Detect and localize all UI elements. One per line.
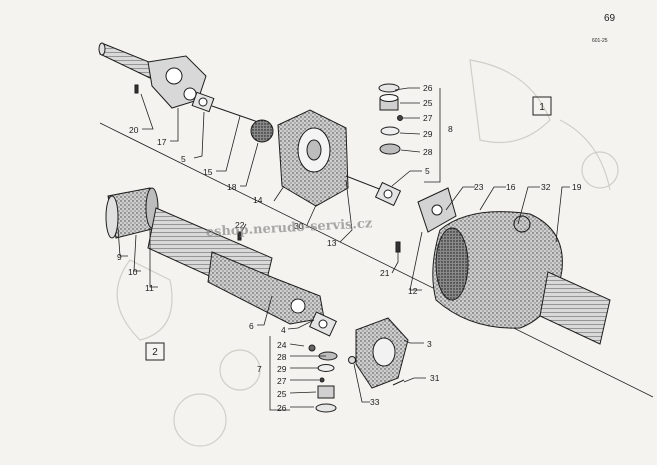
callout-7: 7: [257, 364, 262, 374]
callout-8: 8: [448, 124, 453, 134]
grease-nipple-22: [237, 231, 242, 241]
callout-numbers: 26 25 27 29 28 8 20 17 5 15 18 14 30 13 …: [117, 83, 582, 413]
callout-11: 11: [145, 283, 154, 293]
callout-29b: 29: [277, 364, 287, 374]
svg-text:2: 2: [152, 347, 158, 358]
callout-28: 28: [423, 147, 433, 157]
callout-33: 33: [370, 397, 380, 407]
callout-26: 26: [423, 83, 433, 93]
callout-28b: 28: [277, 352, 287, 362]
callout-25: 25: [423, 98, 433, 108]
housing-14: [277, 109, 349, 207]
shaft-13: [345, 175, 383, 191]
bearing-cup-stack-8: [378, 83, 403, 155]
background-ghost-shapes: [116, 59, 619, 447]
callout-27b: 27: [277, 376, 287, 386]
callout-16: 16: [506, 182, 516, 192]
callout-23: 23: [474, 182, 484, 192]
callout-14: 14: [253, 195, 263, 205]
callout-27: 27: [423, 113, 433, 123]
callout-29: 29: [423, 129, 433, 139]
callout-13: 13: [327, 238, 337, 248]
cross-spider-4: [308, 311, 338, 337]
svg-text:1: 1: [539, 102, 545, 113]
watermark-text: eshop.nerudo-servis.cz: [205, 216, 372, 240]
boot-assembly-16: [432, 211, 611, 345]
bolt-31: [392, 379, 405, 386]
callout-4: 4: [281, 325, 286, 335]
callout-19: 19: [572, 182, 582, 192]
callout-5: 5: [181, 154, 186, 164]
callout-17: 17: [157, 137, 167, 147]
group-divider-line: [99, 122, 654, 398]
callout-20: 20: [129, 125, 139, 135]
page-number: 69: [604, 13, 616, 24]
callout-15: 15: [203, 167, 213, 177]
group-label-2: 2: [145, 342, 165, 361]
callout-24: 24: [277, 340, 287, 350]
nut-33: [348, 356, 356, 364]
callout-21: 21: [380, 268, 390, 278]
callout-6: 6: [249, 321, 254, 331]
callout-31: 31: [430, 373, 440, 383]
callout-3: 3: [427, 339, 432, 349]
callout-10: 10: [128, 267, 138, 277]
group-label-1: 1: [532, 96, 552, 116]
bearing-cup-stack-7: [308, 344, 338, 413]
shaft-15: [211, 105, 259, 123]
yoke-23: [417, 187, 457, 233]
callout-9: 9: [117, 252, 122, 262]
callout-22: 22: [235, 220, 245, 230]
callout-30: 30: [294, 221, 304, 231]
cross-spider-5: [191, 91, 215, 113]
grease-nipple-21: [395, 241, 401, 253]
drive-shaft-splined-end: [98, 42, 155, 79]
callout-18: 18: [227, 182, 237, 192]
callout-32: 32: [541, 182, 551, 192]
callout-12: 12: [408, 286, 418, 296]
cross-spider-5b: [374, 181, 402, 207]
callout-25b: 25: [277, 389, 287, 399]
leader-lines: [117, 87, 570, 411]
ball-18: [250, 119, 274, 143]
flange-yoke-3: [355, 317, 409, 389]
grease-nipple-20: [134, 84, 139, 94]
callout-26b: 26: [277, 403, 287, 413]
callout-5b: 5: [425, 166, 430, 176]
figure-code: 601-25: [592, 38, 608, 44]
